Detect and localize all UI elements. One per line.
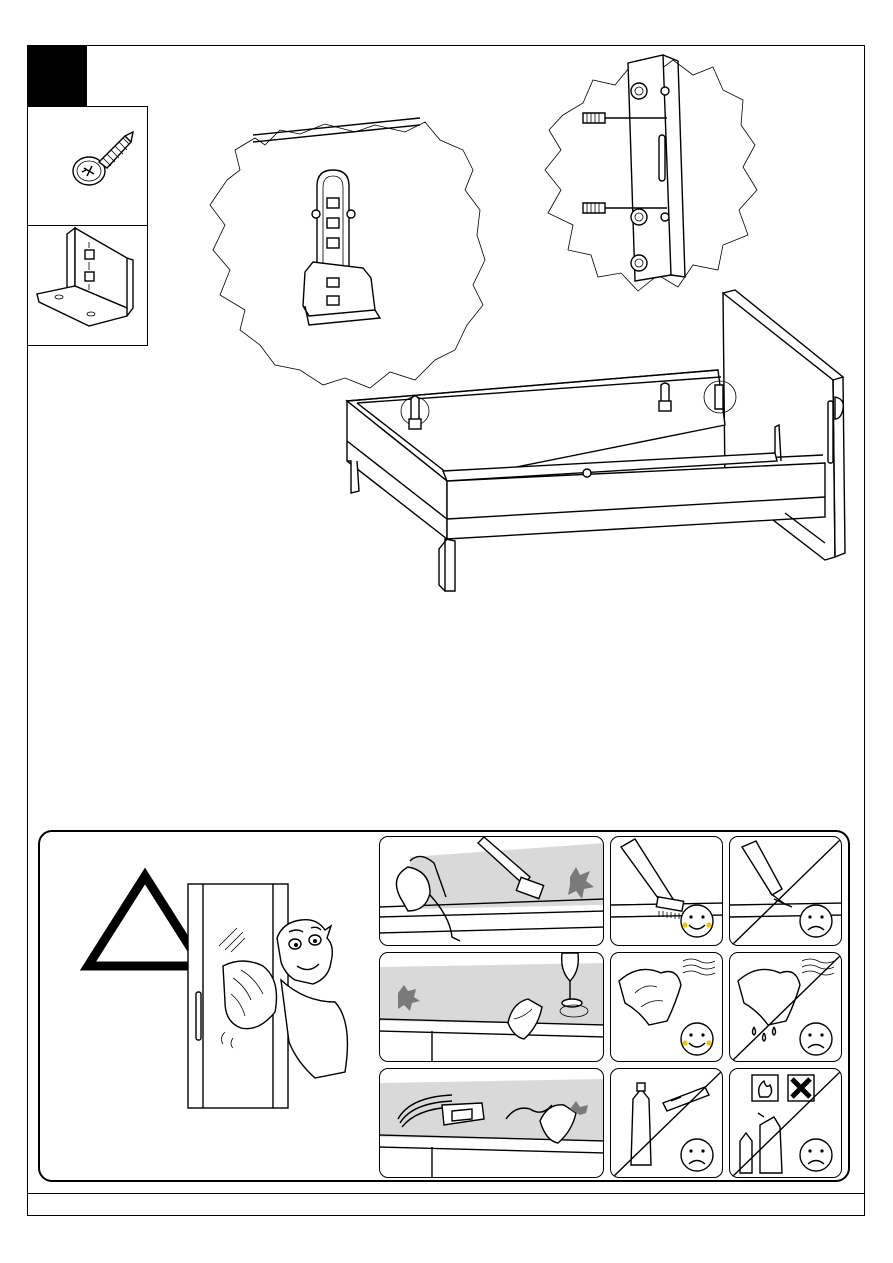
sad-face-icon	[798, 903, 834, 939]
screw-icon	[27, 106, 148, 224]
care-tile-polish	[379, 1068, 604, 1178]
step-number-box	[27, 45, 87, 106]
sad-face-icon-2	[798, 1021, 834, 1057]
bed-frame-illustration	[335, 285, 855, 595]
step-number	[27, 45, 87, 106]
care-tile-hard-brush	[729, 836, 842, 946]
happy-face-icon	[679, 903, 715, 939]
care-tile-cleaning-agent	[610, 1068, 723, 1178]
care-tile-wet-cloth	[729, 952, 842, 1062]
care-tile-solvent-spray	[729, 1068, 842, 1178]
headboard-screw-detail-bubble	[543, 55, 763, 295]
bracket-icon	[27, 224, 148, 344]
polish-icon	[380, 1069, 604, 1178]
wet-glass-icon	[380, 953, 604, 1062]
care-tile-damp-cloth	[610, 952, 723, 1062]
care-tile-vacuum	[379, 836, 604, 946]
sad-face-icon-3	[679, 1137, 715, 1173]
care-tile-soft-brush	[610, 836, 723, 946]
footer-divider	[27, 1193, 865, 1194]
care-tile-wet-glass	[379, 952, 604, 1062]
man-cleaning-glass-illustration	[185, 882, 355, 1112]
happy-face-icon-2	[679, 1021, 715, 1057]
sad-face-icon-4	[798, 1137, 834, 1173]
vacuum-cleaner-icon	[380, 837, 604, 946]
